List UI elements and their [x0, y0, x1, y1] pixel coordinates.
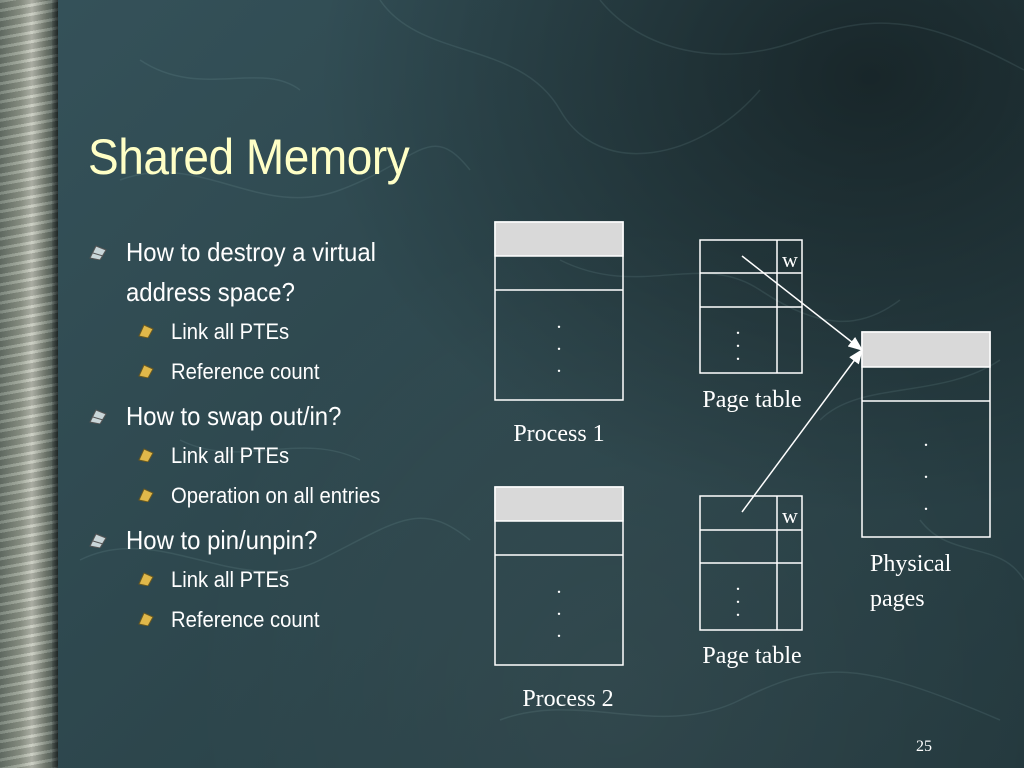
sub-bullet-icon — [138, 324, 154, 338]
process2-box: . . . — [494, 486, 624, 666]
sub-bullet-text: Reference count — [171, 607, 320, 632]
slide-title: Shared Memory — [88, 129, 410, 185]
ellipsis-dot: . — [736, 586, 741, 608]
sub-bullet: Reference count — [88, 600, 448, 640]
page-number: 25 — [916, 738, 932, 755]
bullet-pin: How to pin/unpin? — [88, 520, 448, 560]
bullet-text: How to destroy a virtual — [126, 237, 376, 267]
physical-label-line1: Physical — [870, 551, 952, 577]
sub-bullet-icon — [138, 612, 154, 626]
ellipsis-dot: . — [557, 576, 562, 598]
sub-bullet-icon — [138, 488, 154, 502]
physical-pages: . . . — [861, 331, 991, 538]
ellipsis-dot: . — [924, 461, 929, 483]
process1-shared-page — [494, 221, 624, 257]
sub-bullet-text: Reference count — [171, 359, 320, 384]
sub-bullet-text: Link all PTEs — [171, 443, 290, 468]
ellipsis-dot: . — [557, 333, 562, 355]
bullet-destroy: How to destroy a virtual address space? — [88, 232, 448, 312]
bullet-text: How to pin/unpin? — [126, 525, 318, 555]
ellipsis-dot: . — [557, 355, 562, 377]
process2-label: Process 2 — [522, 686, 613, 712]
ellipsis-dot: . — [924, 429, 929, 451]
sub-bullet: Link all PTEs — [88, 560, 448, 600]
sub-bullet-text: Operation on all entries — [171, 483, 381, 508]
bullet-text: How to swap out/in? — [126, 401, 342, 431]
sub-bullet: Operation on all entries — [88, 476, 448, 516]
decorative-map-strip — [0, 0, 58, 768]
ellipsis-dot: . — [557, 311, 562, 333]
physical-label-line2: pages — [870, 586, 925, 612]
sub-bullet: Link all PTEs — [88, 312, 448, 352]
ellipsis-dot: . — [736, 330, 741, 352]
pte-arrow-2 — [741, 348, 863, 513]
bullet-icon — [89, 409, 107, 424]
process1-label: Process 1 — [513, 421, 604, 447]
pte-arrow-1 — [741, 255, 864, 351]
ellipsis-dot: . — [736, 573, 741, 595]
sub-bullet-icon — [138, 448, 154, 462]
sub-bullet-icon — [138, 572, 154, 586]
page-table-1: w . . . — [699, 239, 803, 374]
shared-physical-page — [861, 331, 991, 368]
ellipsis-dot: . — [736, 599, 741, 621]
page-table-2: w . . . — [699, 495, 803, 631]
bullet-icon — [89, 533, 107, 548]
sub-bullet-text: Link all PTEs — [171, 319, 290, 344]
ellipsis-dot: . — [736, 317, 741, 339]
bullet-icon — [89, 245, 107, 260]
bullet-text: address space? — [126, 277, 295, 307]
write-flag-2: w — [782, 503, 798, 528]
sub-bullet-icon — [138, 364, 154, 378]
page-table-1-label: Page table — [702, 387, 801, 413]
ellipsis-dot: . — [736, 343, 741, 365]
sub-bullet-text: Link all PTEs — [171, 567, 290, 592]
ellipsis-dot: . — [557, 598, 562, 620]
write-flag-1: w — [782, 247, 798, 272]
ellipsis-dot: . — [557, 620, 562, 642]
ellipsis-dot: . — [924, 493, 929, 515]
sub-bullet: Link all PTEs — [88, 436, 448, 476]
process2-shared-page — [494, 486, 624, 522]
sub-bullet: Reference count — [88, 352, 448, 392]
page-table-2-label: Page table — [702, 643, 801, 669]
bullet-swap: How to swap out/in? — [88, 396, 448, 436]
bullet-list: How to destroy a virtual address space? … — [88, 232, 448, 640]
process1-box: . . . — [494, 221, 624, 401]
